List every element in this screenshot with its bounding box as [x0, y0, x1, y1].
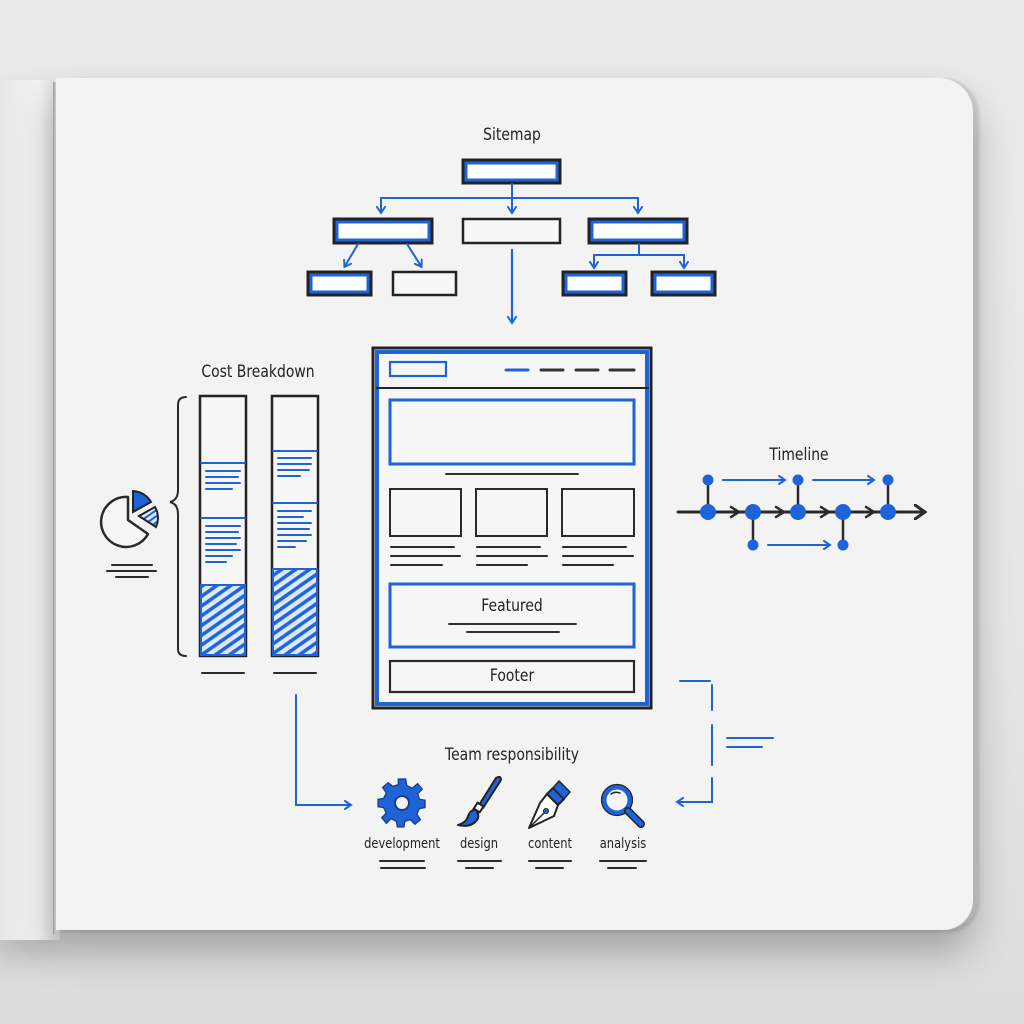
wireframe-logo [388, 360, 448, 378]
timeline-title: Timeline [769, 445, 829, 465]
featured-label: Featured [481, 596, 543, 616]
notebook-spine [53, 82, 56, 934]
cost-breakdown-title: Cost Breakdown [201, 362, 315, 382]
pen-nib-icon [528, 780, 571, 829]
role-label-analysis: analysis [599, 836, 647, 852]
wireframe-footer [388, 659, 636, 694]
role-label-design: design [459, 836, 499, 852]
sitemap-leaf-node [650, 270, 717, 297]
team-responsibility-title: Team responsibility [444, 745, 580, 765]
brace [169, 396, 187, 657]
sitemap-leaf-node [306, 270, 373, 297]
left-page [0, 80, 60, 940]
sitemap-root-node [461, 158, 562, 185]
wireframe-hero [388, 398, 636, 466]
cost-breakdown [99, 394, 320, 674]
gear-icon [377, 778, 426, 828]
role-label-content: content [528, 836, 572, 852]
sitemap-node [461, 217, 562, 245]
flow-connectors [295, 680, 774, 810]
wireframe-featured [388, 582, 636, 649]
timeline [676, 474, 924, 551]
magnifier-icon [600, 783, 645, 828]
role-underlines [379, 860, 647, 869]
paintbrush-icon [457, 775, 502, 827]
sitemap-tree [306, 158, 717, 325]
role-label-development: development [364, 836, 440, 852]
sitemap-leaf-node [391, 270, 458, 297]
page-wireframe [371, 346, 653, 710]
footer-label: Footer [489, 666, 535, 686]
sitemap-leaf-node [561, 270, 628, 297]
wireframe-cards [389, 488, 635, 566]
sitemap-title: Sitemap [483, 125, 541, 145]
pie-chart-icon [99, 489, 159, 578]
timeline-milestones [700, 474, 896, 551]
